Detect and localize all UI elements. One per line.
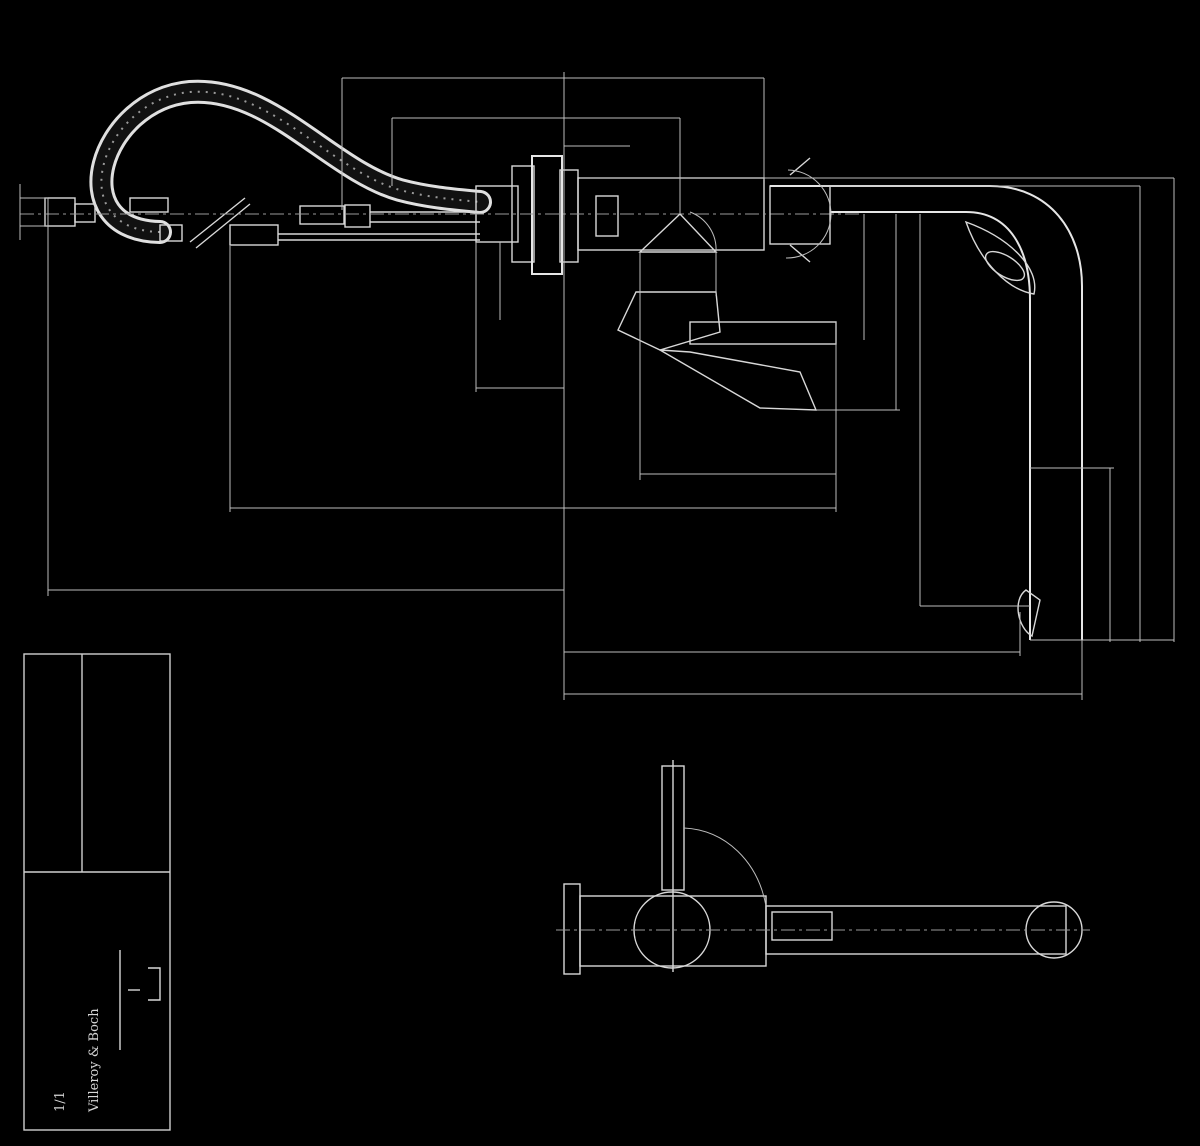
mounting-body [20, 155, 860, 275]
vb-logo [119, 950, 161, 1050]
dimension-lines [19, 72, 1175, 700]
faucet-plan-view [556, 760, 1090, 975]
title-block-brand: Villeroy & Boch [87, 1008, 102, 1113]
pullout-hose [89, 79, 492, 244]
swivel-joint [769, 157, 831, 263]
title-block: Villeroy & Boch 1/1 [23, 653, 171, 1131]
hose-fittings [44, 197, 480, 249]
spout [770, 185, 1174, 641]
title-block-sheet: 1/1 [53, 1091, 68, 1112]
faucet-side-elevation [19, 72, 1175, 700]
lever-handle [617, 213, 837, 480]
